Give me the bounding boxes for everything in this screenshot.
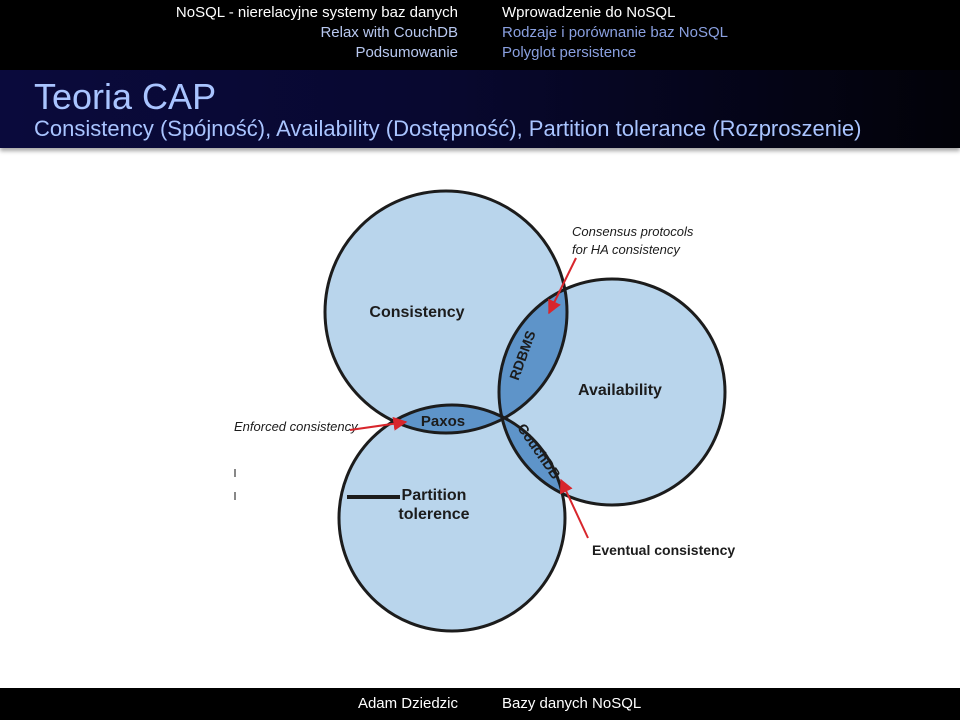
footer-bar: Adam Dziedzic Bazy danych NoSQL: [0, 688, 960, 720]
nav-subsection-polyglot[interactable]: Polyglot persistence: [502, 44, 637, 61]
availability-label: Availability: [578, 382, 662, 399]
partition-outline: [337, 403, 567, 633]
frame-title-bar: Teoria CAP Consistency (Spójność), Avail…: [0, 70, 960, 148]
frame-subtitle: Consistency (Spójność), Availability (Do…: [34, 116, 862, 141]
enforced-arrow: [349, 416, 408, 431]
subsection-nav: Wprowadzenie do NoSQL Rodzaje i porównan…: [480, 0, 960, 63]
cap-venn-diagram: Consistency Availability Partition toler…: [234, 189, 735, 633]
partition-label-line1: Partition: [402, 487, 467, 504]
eventual-callout: Eventual consistency: [592, 542, 735, 558]
footer-author: Adam Dziedzic: [357, 695, 458, 712]
nav-section-nosql[interactable]: NoSQL - nierelacyjne systemy baz danych: [175, 4, 458, 21]
availability-outline: [497, 277, 727, 507]
paxos-label: Paxos: [421, 413, 465, 430]
scan-artifact-tick-1: [234, 469, 236, 477]
nav-subsection-intro[interactable]: Wprowadzenie do NoSQL: [502, 4, 676, 21]
nav-section-summary[interactable]: Podsumowanie: [355, 44, 458, 61]
nav-subsection-types[interactable]: Rodzaje i porównanie baz NoSQL: [502, 24, 728, 41]
partition-label-line2: tolerence: [398, 506, 469, 523]
frame-title: Teoria CAP: [34, 76, 217, 117]
footer-course: Bazy danych NoSQL: [502, 695, 642, 712]
enforced-callout: Enforced consistency: [234, 419, 359, 434]
eventual-arrow: [559, 478, 589, 539]
consistency-label: Consistency: [369, 304, 464, 321]
overlap-consistency-availability: [499, 279, 567, 433]
partition-circle: [339, 405, 565, 631]
section-nav: NoSQL - nierelacyjne systemy baz danych …: [10, 0, 480, 63]
consistency-outline: [323, 189, 569, 435]
header-bar: NoSQL - nierelacyjne systemy baz danych …: [0, 0, 960, 70]
scan-artifact-tick-2: [234, 492, 236, 500]
consensus-arrow: [548, 257, 577, 315]
nav-section-couchdb[interactable]: Relax with CouchDB: [320, 24, 458, 41]
consensus-callout-line1: Consensus protocols: [572, 224, 694, 239]
consensus-callout-line2: for HA consistency: [572, 242, 681, 257]
